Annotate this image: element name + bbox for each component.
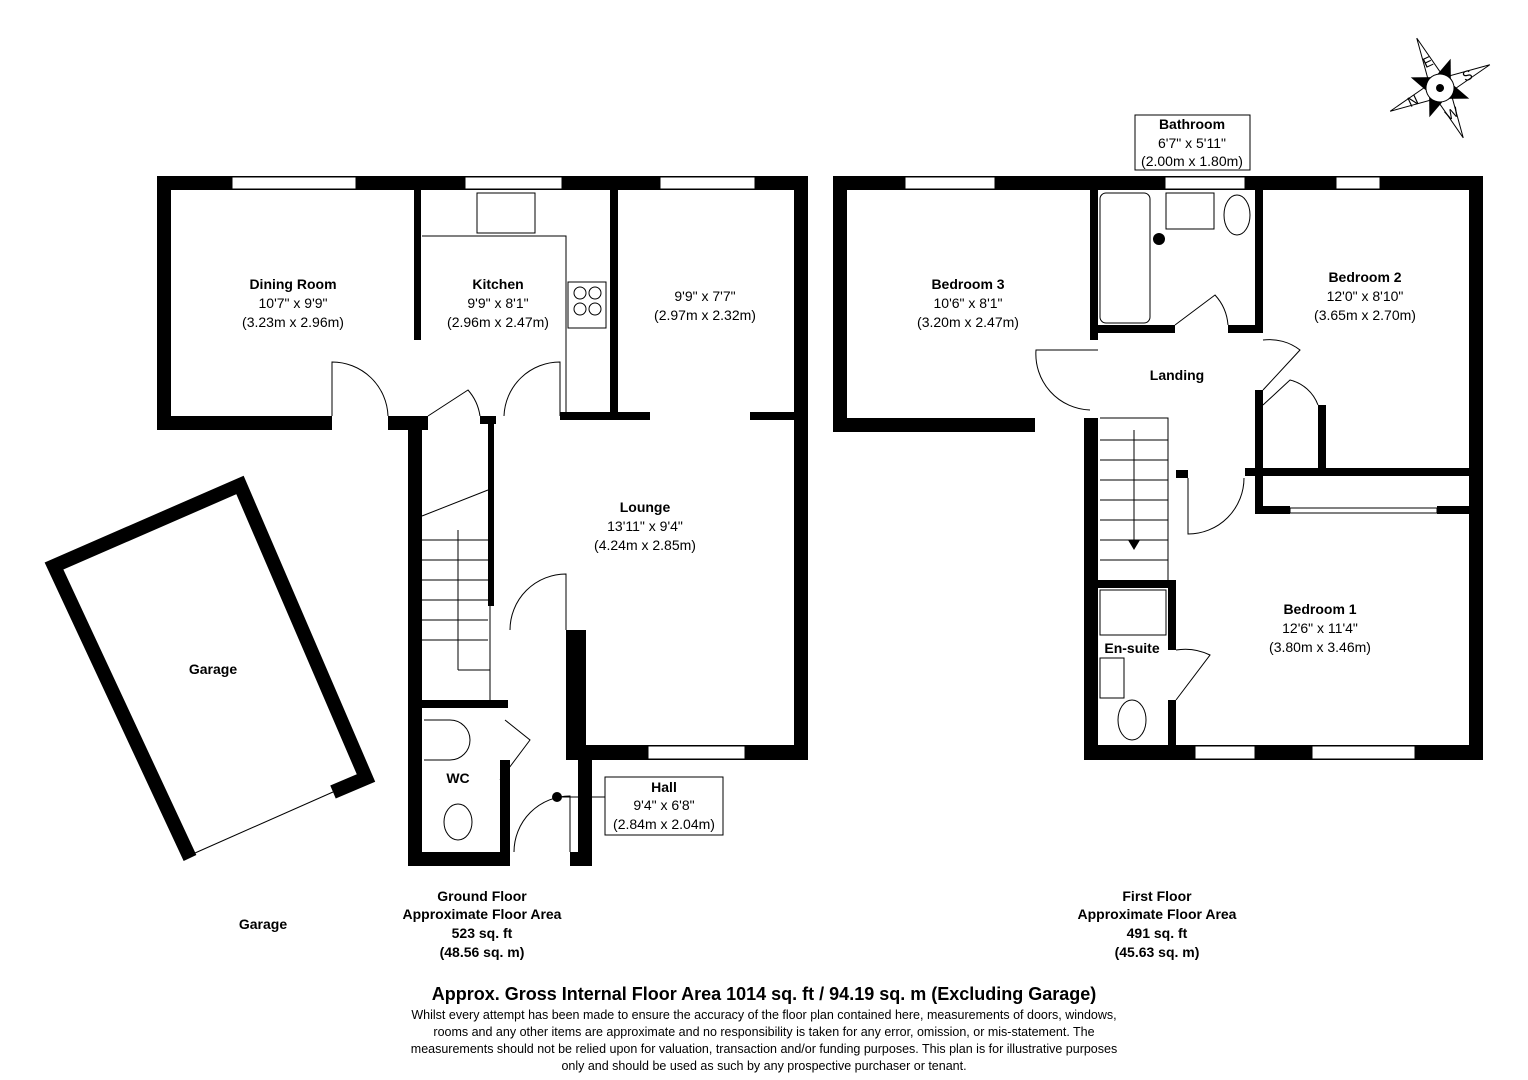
svg-text:Dining Room: Dining Room [249,276,336,292]
svg-text:12'0" x 8'10": 12'0" x 8'10" [1327,288,1404,304]
garage-outline [44,475,376,861]
room-landing: Landing [1150,367,1204,383]
svg-text:Whilst every attempt has been: Whilst every attempt has been made to en… [411,1008,1116,1022]
basin-icon [1099,657,1125,699]
first-floor-summary: First Floor Approximate Floor Area 491 s… [1078,888,1237,960]
door-dining [331,361,389,417]
hall-label-box [604,776,724,836]
room-bathroom: Bathroom 6'7" x 5'11" (2.00m x 1.80m) [1141,116,1243,169]
first-floor-fixtures [1035,114,1319,741]
first-floor-windows [904,176,1438,760]
svg-text:measurements should not be rel: measurements should not be relied upon f… [411,1042,1117,1056]
svg-text:Bedroom 2: Bedroom 2 [1328,269,1401,285]
garage-caption: Garage [239,916,287,932]
svg-text:13'11" x 9'4": 13'11" x 9'4" [607,518,683,534]
room-dining: Dining Room 10'7" x 9'9" (3.23m x 2.96m) [242,276,344,330]
gross-area-headline: Approx. Gross Internal Floor Area 1014 s… [432,984,1097,1004]
svg-text:Approximate Floor Area: Approximate Floor Area [1078,906,1237,922]
toilet-icon [1117,699,1147,741]
basin-icon [1165,192,1215,230]
room-wc: WC [446,770,469,786]
svg-text:rooms and any other items are: rooms and any other items are approximat… [433,1025,1094,1039]
room-garage: Garage [189,661,237,677]
room-bedroom-1: Bedroom 1 12'6" x 11'4" (3.80m x 3.46m) [1269,601,1371,655]
room-unnamed: 9'9" x 7'7" (2.97m x 2.32m) [654,288,756,323]
svg-text:(3.20m x 2.47m): (3.20m x 2.47m) [917,314,1019,330]
ground-floor-fixtures [331,192,724,853]
stairs [1100,417,1169,580]
svg-text:(3.65m x 2.70m): (3.65m x 2.70m) [1314,307,1416,323]
svg-text:(3.80m x 3.46m): (3.80m x 3.46m) [1269,639,1371,655]
svg-text:Hall: Hall [651,779,677,795]
svg-text:6'7" x 5'11": 6'7" x 5'11" [1158,135,1226,151]
svg-text:523 sq. ft: 523 sq. ft [452,925,513,941]
svg-text:First Floor: First Floor [1122,888,1192,904]
sink-icon [476,192,536,234]
room-hall: Hall 9'4" x 6'8" (2.84m x 2.04m) [613,779,715,832]
svg-text:Lounge: Lounge [620,499,671,515]
meter-icon [552,792,562,802]
bathroom-label-box [1134,114,1251,171]
basin-icon [424,719,471,761]
svg-text:(2.00m x 1.80m): (2.00m x 1.80m) [1141,153,1243,169]
svg-text:Bedroom 3: Bedroom 3 [931,276,1004,292]
room-bedroom-3: Bedroom 3 10'6" x 8'1" (3.20m x 2.47m) [917,276,1019,330]
svg-text:Bathroom: Bathroom [1159,116,1225,132]
svg-text:(2.96m x 2.47m): (2.96m x 2.47m) [447,314,549,330]
svg-text:9'9" x 8'1": 9'9" x 8'1" [467,295,528,311]
bath-icon [1099,192,1151,324]
hob-icon [567,281,607,329]
room-lounge: Lounge 13'11" x 9'4" (4.24m x 2.85m) [594,499,696,553]
svg-text:Approximate Floor Area: Approximate Floor Area [403,906,562,922]
first-floor-walls [833,176,1483,760]
svg-text:only and should be used as suc: only and should be used as such by any p… [561,1059,966,1073]
svg-text:10'6" x 8'1": 10'6" x 8'1" [934,295,1003,311]
room-bedroom-2: Bedroom 2 12'0" x 8'10" (3.65m x 2.70m) [1314,269,1416,323]
svg-text:491 sq. ft: 491 sq. ft [1127,925,1188,941]
svg-text:Bedroom 1: Bedroom 1 [1283,601,1356,617]
svg-text:10'7" x 9'9": 10'7" x 9'9" [259,295,328,311]
ground-floor-summary: Ground Floor Approximate Floor Area 523 … [403,888,562,960]
door-kitchen [503,361,561,417]
room-en-suite: En-suite [1104,640,1159,656]
svg-text:(2.84m x 2.04m): (2.84m x 2.04m) [613,816,715,832]
svg-text:12'6" x 11'4": 12'6" x 11'4" [1282,620,1358,636]
ground-floor-windows [231,176,756,760]
toilet-icon [443,803,473,841]
svg-text:(45.63 sq. m): (45.63 sq. m) [1115,944,1200,960]
room-kitchen: Kitchen 9'9" x 8'1" (2.96m x 2.47m) [447,276,549,330]
svg-text:9'9" x 7'7": 9'9" x 7'7" [674,288,735,304]
svg-text:(4.24m x 2.85m): (4.24m x 2.85m) [594,537,696,553]
svg-text:(3.23m x 2.96m): (3.23m x 2.96m) [242,314,344,330]
toilet-icon [1223,194,1251,236]
compass-rose-icon: N E S W [1389,37,1491,139]
svg-text:9'4" x 6'8": 9'4" x 6'8" [633,797,694,813]
svg-text:(48.56 sq. m): (48.56 sq. m) [440,944,525,960]
svg-text:Kitchen: Kitchen [472,276,523,292]
disclaimer: Whilst every attempt has been made to en… [411,1008,1117,1073]
svg-text:Ground Floor: Ground Floor [437,888,527,904]
shower-icon [1099,589,1167,636]
svg-text:(2.97m x 2.32m): (2.97m x 2.32m) [654,307,756,323]
